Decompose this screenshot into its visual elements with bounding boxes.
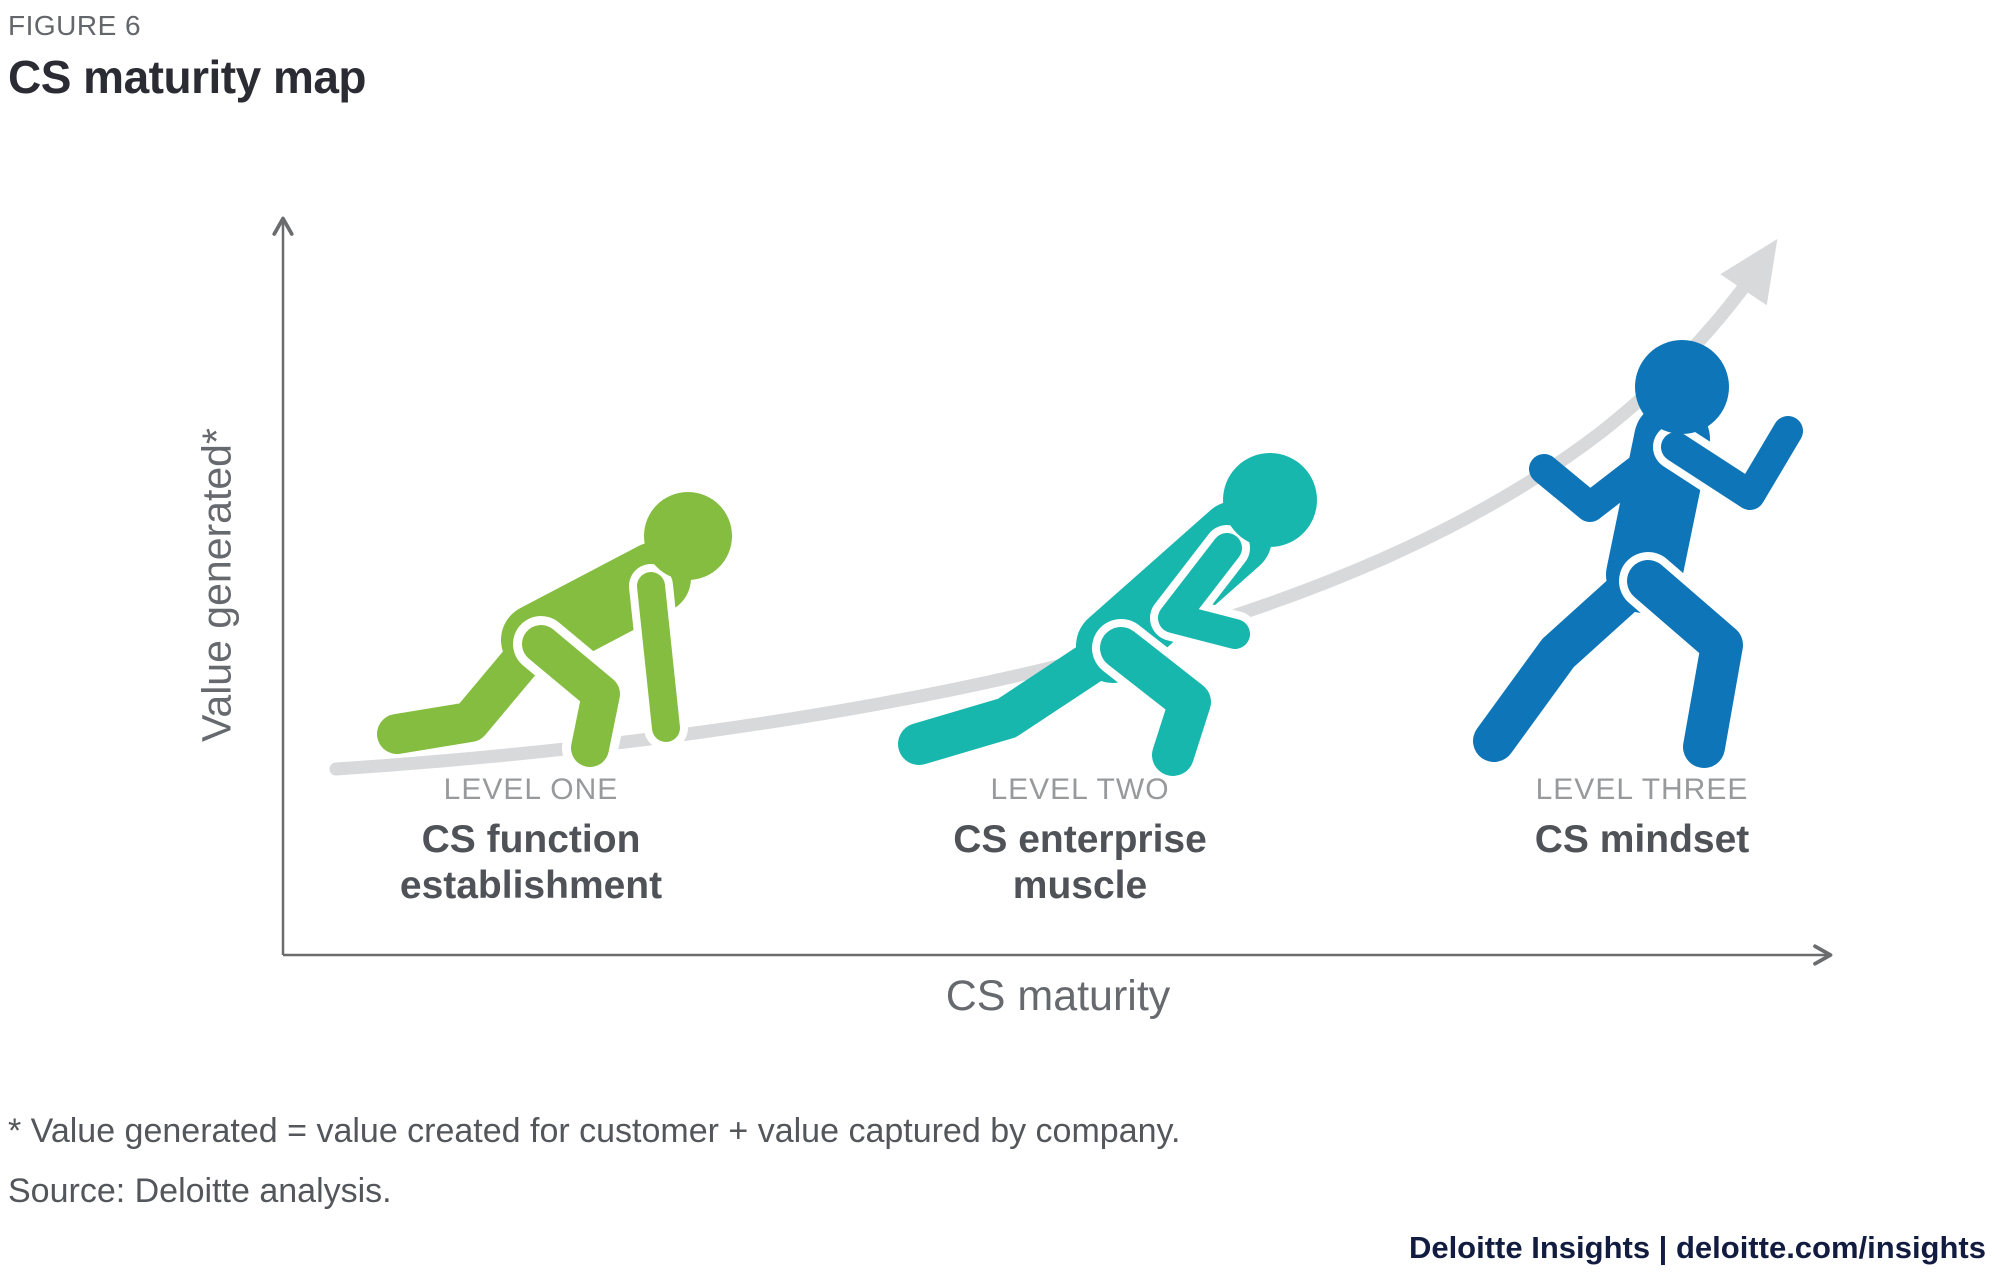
level-one-name: CS function establishment xyxy=(399,818,663,908)
running-person-icon xyxy=(1473,340,1811,776)
crouching-person-icon xyxy=(377,492,732,776)
rear-leg xyxy=(377,622,557,754)
level-two-caption: LEVEL TWO CS enterprise muscle xyxy=(910,773,1250,909)
level-two-label: LEVEL TWO xyxy=(990,773,1170,806)
x-axis-label: CS maturity xyxy=(945,972,1171,1020)
arm xyxy=(1158,533,1250,649)
level-three-caption: LEVEL THREE CS mindset xyxy=(1472,773,1812,863)
value-generated-footnote: * Value generated = value created for cu… xyxy=(8,1112,1181,1150)
head xyxy=(1635,340,1729,434)
level-one-caption: LEVEL ONE CS function establishment xyxy=(361,773,701,909)
level-three-name: CS mindset xyxy=(1534,818,1750,861)
level-two-name: CS enterprise muscle xyxy=(953,818,1207,908)
arm xyxy=(637,572,680,742)
figure-number: FIGURE 6 xyxy=(8,10,142,41)
deloitte-insights-branding: Deloitte Insights | deloitte.com/insight… xyxy=(1408,1230,1986,1265)
front-leg xyxy=(522,625,620,767)
rear-leg xyxy=(898,627,1134,765)
front-leg xyxy=(1627,560,1743,768)
source-note: Source: Deloitte analysis. xyxy=(8,1172,392,1210)
figure-title: CS maturity map xyxy=(8,51,367,103)
level-three-label: LEVEL THREE xyxy=(1535,773,1749,806)
y-axis-label: Value generated* xyxy=(193,428,240,742)
head xyxy=(644,492,732,580)
sprint-start-person-icon xyxy=(898,453,1317,784)
maturity-chart xyxy=(270,195,1870,985)
rear-leg xyxy=(1473,558,1661,762)
maturity-chart-canvas xyxy=(272,216,1833,966)
front-arm xyxy=(1661,416,1803,510)
front-leg xyxy=(1100,627,1211,776)
head xyxy=(1223,453,1317,547)
level-one-label: LEVEL ONE xyxy=(443,773,619,806)
